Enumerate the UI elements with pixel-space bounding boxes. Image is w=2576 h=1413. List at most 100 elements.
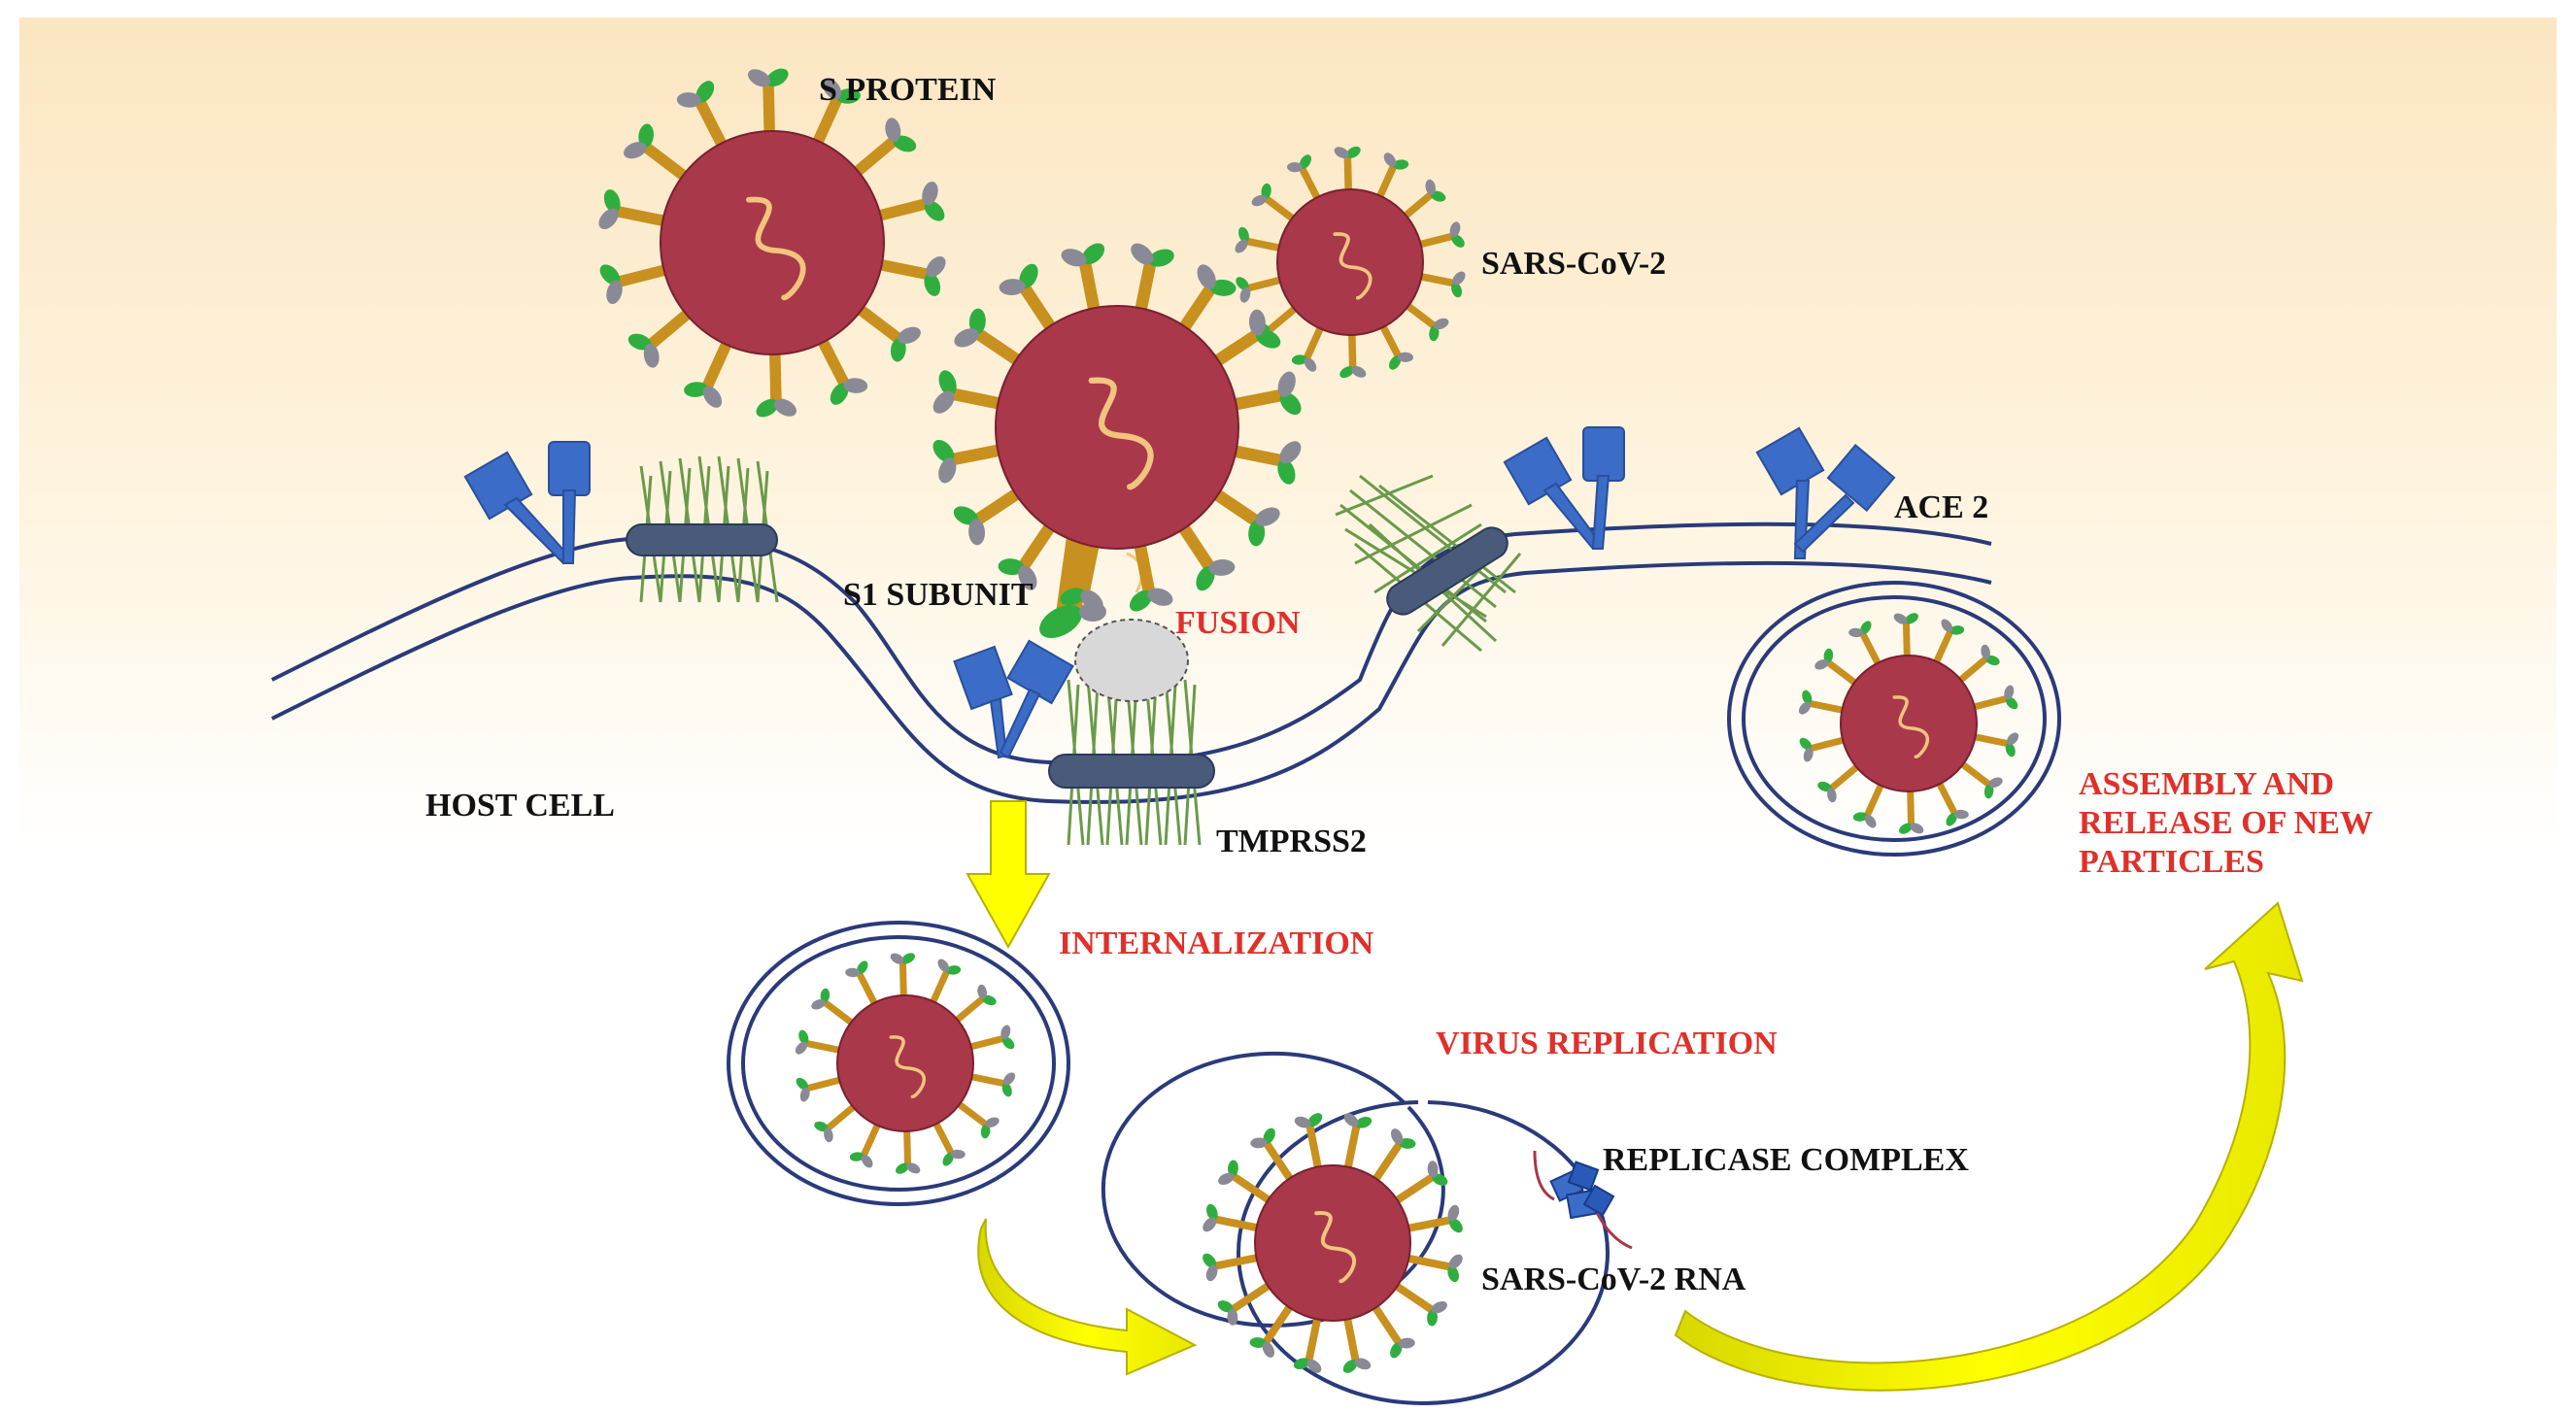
spike-tip-gray [1893,613,1908,624]
spike-stalk [1227,1170,1274,1205]
tmprss2-protein-left [626,523,778,556]
spike-tip-green [814,1121,829,1132]
spike-stalk [966,1034,1008,1052]
virus-body [995,305,1239,550]
spike-tip-green [1946,812,1957,826]
ace2-receptor-4 [1755,426,1896,559]
fusion-label: FUSION [1175,605,1301,641]
virus-body [660,130,885,355]
spike-tip-gray [1218,1172,1235,1186]
spike-tip-green [1852,812,1868,822]
spike-tip-green [1203,1253,1217,1268]
vesicle-internalization [727,921,1070,1206]
spike-tip-gray [1941,619,1953,632]
spike-stalk [1263,303,1300,336]
spike-tip-gray [999,279,1026,296]
spike-stalk [1416,272,1459,288]
spike-tip-gray [968,519,986,546]
spike-tip-green [901,953,915,964]
spike-tip-gray [1354,1358,1372,1370]
viral-rna-strand [1088,377,1154,490]
internalization-label: INTERNALIZATION [1059,925,1374,961]
virus-body [1840,655,1978,792]
spike-stalk [1305,1120,1323,1172]
fusion-vesicle [1074,619,1189,702]
spike-tip-gray [1447,1204,1460,1222]
spike-stalk [1825,761,1862,794]
host-cell-label: HOST CELL [425,788,615,824]
tmprss2-protein-right [1386,526,1508,616]
spike-stalk [609,204,668,227]
spike-tip-gray [1287,162,1304,173]
spike-stalk [1260,1137,1296,1184]
spike-tip-green [1236,277,1249,290]
spike-stalk [816,336,853,392]
spike-tip-green [798,1029,809,1045]
tmprss2-label: TMPRSS2 [1216,824,1367,859]
spike-tip-gray [954,328,979,348]
spike-stalk [1260,1301,1295,1349]
spike-tip-gray [1425,179,1436,195]
spike-tip-gray [643,344,660,368]
spike-stalk [1391,1281,1439,1316]
spike-tip-gray [2004,685,2015,700]
spike-tip-green [1238,226,1249,243]
spike-tip-gray [1294,1116,1311,1128]
spike-stalk [928,966,952,1007]
spike-tip-green [1209,279,1237,296]
spike-tip-gray [676,92,701,108]
spike-tip-gray [926,256,946,278]
spike-tip-green [980,1124,991,1139]
ace2-receptor-2 [953,639,1074,759]
virus-particle-binding [932,243,1302,612]
spike-tip-green [1307,1113,1323,1127]
spike-tip-green [857,960,868,975]
spike-tip-green [1261,183,1271,199]
spike-stalk [903,1127,912,1169]
spike-tip-gray [906,1162,921,1174]
spike-tip-gray [1304,357,1317,372]
spike-stalk [952,992,989,1026]
spike-tip-green [1388,355,1402,370]
spike-tip-gray [1080,589,1103,612]
spike-tip-green [756,398,779,418]
spike-tip-gray [1343,1113,1359,1127]
viral-rna-strand [1333,232,1373,300]
spike-stalk [692,93,729,150]
spike-tip-green [924,200,945,221]
spike-tip-gray [1255,507,1280,526]
replicase-complex-label: REPLICASE COMPLEX [1603,1142,1969,1178]
spike-tip-gray [1848,627,1864,638]
spike-stalk [822,1101,859,1134]
spike-tip-gray [885,118,901,142]
virus-particle-small-top-right [1235,146,1466,379]
spike-tip-gray [822,78,842,100]
spike-stalk [1209,1253,1262,1271]
spike-stalk [1209,1214,1262,1232]
spike-tip-green [1345,146,1361,158]
spike-tip-green [1277,458,1296,485]
spike-tip-gray [1197,264,1216,289]
spike-tip-gray [2006,732,2019,746]
replicase-complex-icon [1533,1150,1633,1250]
spike-tip-green [968,308,986,335]
s1-subunit-label: S1 SUBUNIT [843,577,1034,613]
ace2-receptor-1 [463,441,591,565]
spike-stalk [1806,735,1847,753]
spike-tip-green [1390,1342,1403,1359]
spike-tip-gray [922,181,938,206]
spike-tip-green [1860,621,1872,635]
spike-tip-gray [1306,1359,1322,1373]
spike-stalk [1347,330,1357,373]
virus-replication-label: VIRUS REPLICATION [1436,1026,1778,1061]
spike-tip-green [893,135,917,152]
spike-stalk [1176,521,1219,577]
spike-stalk [854,303,907,348]
spike-tip-green [695,81,715,103]
spike-tip-gray [1953,809,1969,820]
virus-body [1254,1164,1411,1322]
spike-tip-green [924,272,941,296]
spike-tip-green [1148,249,1174,267]
spike-tip-gray [624,142,647,159]
spike-stalk [1210,488,1266,530]
